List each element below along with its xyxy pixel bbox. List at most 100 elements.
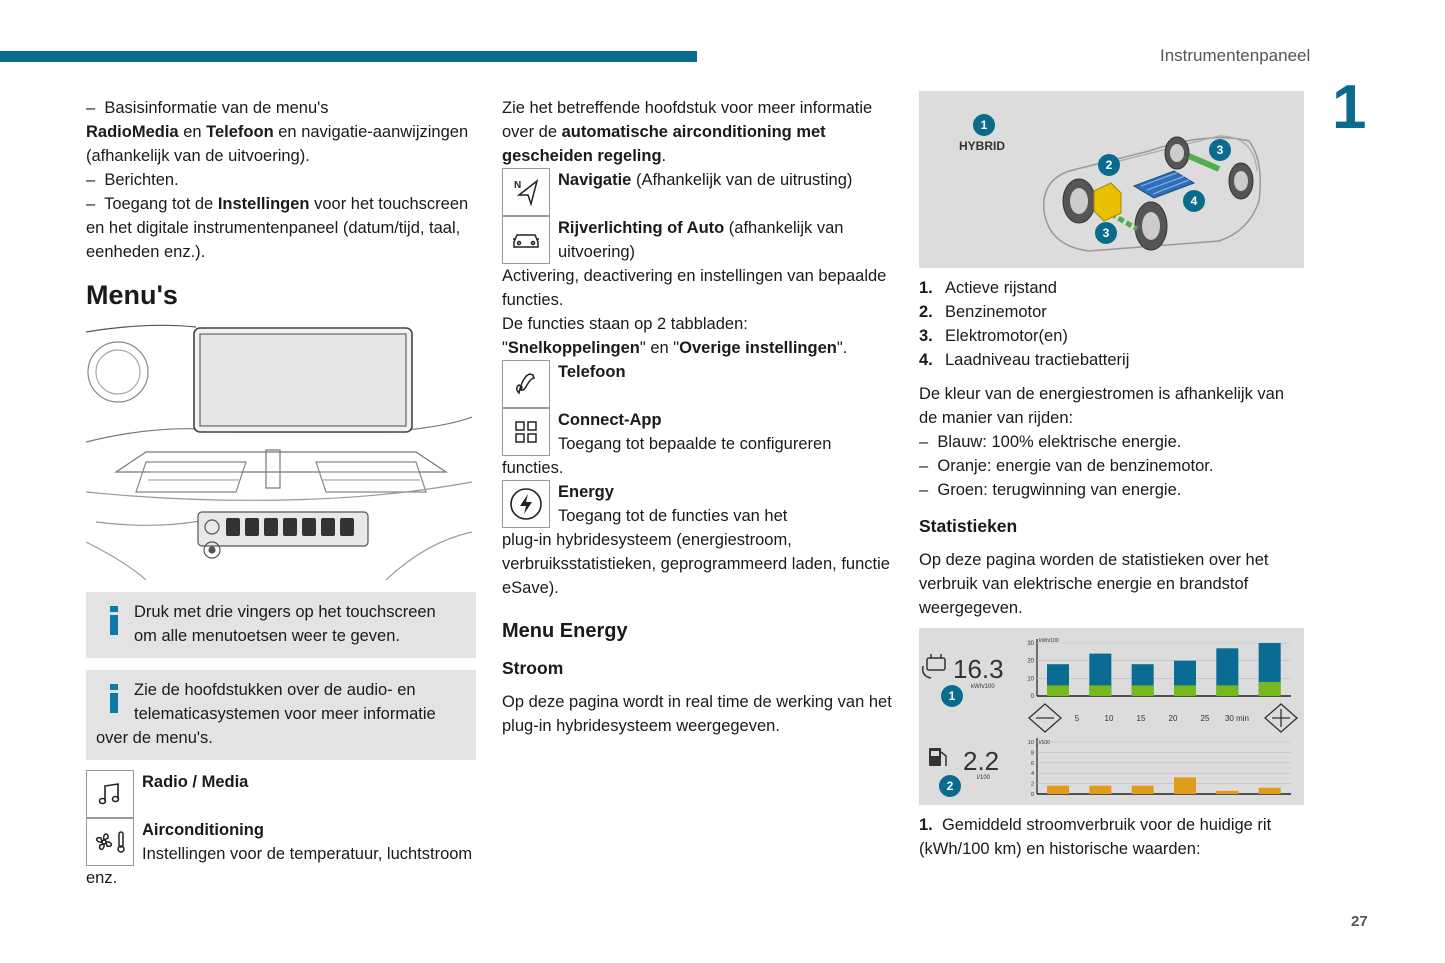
apps-grid-icon [502,408,550,456]
menu-item-connect-app: Connect-App Toegang tot bepaalde te conf… [502,408,894,480]
menu-energy-heading: Menu Energy [502,620,628,642]
info-box-three-fingers: Druk met drie vingers op het touchscreen… [86,592,476,658]
chapter-number: 1 [1332,73,1367,142]
list-item: 4.Laadniveau tractiebatterij [919,351,1130,369]
bar [1089,685,1112,696]
y-tick-label: 6 [1031,761,1034,767]
info-icon [108,606,120,635]
y-tick-label: 20 [1027,659,1034,665]
intro-item-menus-cont: RadioMedia en Telefoon en navigatie-aanw… [86,123,469,165]
svg-text:N: N [514,180,521,191]
hybrid-legend-list: 1.Actieve rijstand 2.Benzinemotor 3.Elek… [919,276,1305,372]
menu-item-airconditioning: Airconditioning Instellingen voor de tem… [86,818,476,890]
bar [1258,681,1281,696]
bar [1089,785,1112,794]
music-note-icon [86,770,134,818]
column-3: HYBRID 1 2 3 [919,91,1305,861]
svg-text:1: 1 [981,118,988,132]
dashboard-illustration [85,322,473,581]
fan-thermometer-icon [86,818,134,866]
header-accent-bar [0,51,697,62]
color-intro-text: De kleur van de energiestromen is afhank… [919,385,1285,427]
badge-2: 2 [947,779,954,793]
info-box-audio-telematics: Zie de hoofdstukken over de audio- en te… [86,670,476,760]
intro-item-settings: – Toegang tot de Instellingen voor het t… [86,195,469,261]
stroom-heading: Stroom [502,658,564,678]
list-item: 2.Benzinemotor [919,303,1047,321]
color-item-orange: – Oranje: energie van de benzinemotor. [919,457,1214,475]
y-tick-label: 2 [1031,782,1034,788]
fuel-bar-chart: 10 8 6 4 2 0 l/100 [1028,738,1291,798]
bar [1174,685,1196,696]
x-tick-label: 15 [1137,714,1146,723]
x-tick-label: 20 [1169,714,1178,723]
svg-text:3: 3 [1217,143,1224,157]
bar [1131,685,1154,696]
y-tick-label: 8 [1031,750,1034,756]
y-tick-label: 30 [1027,641,1034,647]
column-1: – Basisinformatie van de menu's RadioMed… [85,96,476,890]
chevron-left-icon[interactable] [1028,703,1062,733]
y-tick-label: 10 [1028,740,1034,746]
wheel-icon [1062,136,1254,251]
y-tick-label: 4 [1031,771,1034,777]
menu-item-telephone: Telefoon [502,360,894,408]
bar [1131,785,1154,794]
fuel-unit: l/100 [977,775,991,781]
menus-heading: Menu's [86,280,178,310]
color-item-green: – Groen: terugwinning van energie. [919,481,1182,499]
y-axis-unit: kWh/100 [1039,638,1059,644]
y-tick-label: 10 [1027,676,1034,682]
section-title: Instrumentenpaneel [1160,46,1311,65]
svg-text:3: 3 [1103,226,1110,240]
list-item: 1.Actieve rijstand [919,279,1057,297]
fuel-pump-icon [929,748,947,766]
lightning-circle-icon [502,480,550,528]
y-tick-label: 0 [1031,792,1034,798]
elec-consumption-value: 16.3 [953,654,1004,684]
y-axis-unit: l/100 [1039,740,1050,746]
y-tick-label: 0 [1031,694,1035,700]
battery-plug-icon [921,654,946,679]
fuel-consumption-value: 2.2 [963,746,999,776]
menu-item-radio-media: Radio / Media [86,770,476,818]
tabs-text: De functies staan op 2 tabbladen: [502,315,748,333]
list-item: 3.Elektromotor(en) [919,327,1068,345]
bar [1047,685,1069,696]
intro-item-messages: – Berichten. [86,171,179,189]
badge-1: 1 [949,689,956,703]
bar [1047,785,1069,794]
column-2: Zie het betreffende hoofdstuk voor meer … [502,96,894,738]
bar [1089,653,1112,696]
x-tick-label: 5 [1075,714,1080,723]
aircon-reference: Zie het betreffende hoofdstuk voor meer … [502,99,873,165]
stroom-text: Op deze pagina wordt in real time de wer… [502,693,892,735]
x-tick-label: 10 [1105,714,1114,723]
car-icon [502,216,550,264]
svg-text:2: 2 [1106,158,1113,172]
bar [1216,648,1239,696]
bar [1216,790,1239,794]
statistics-footnote: 1. Gemiddeld stroomverbruik voor de huid… [919,816,1272,858]
tabs-names: "Snelkoppelingen" en "Overige instelling… [502,339,848,357]
menu-item-energy: Energy Toegang tot de functies van het p… [502,480,894,600]
driving-settings-text: Activering, deactivering en instellingen… [502,267,887,309]
color-item-blue: – Blauw: 100% elektrische energie. [919,433,1182,451]
x-tick-label: 25 [1201,714,1210,723]
page-number: 27 [1351,913,1368,930]
bar [1174,777,1196,794]
statistics-text: Op deze pagina worden de statistieken ov… [919,551,1269,617]
menu-item-driving-lights: Rijverlichting of Auto (afhankelijk van … [502,216,894,264]
hybrid-energy-flow-figure: HYBRID 1 2 3 [919,91,1304,268]
svg-text:4: 4 [1191,194,1198,208]
statistics-heading: Statistieken [919,516,1018,536]
elec-unit: kWh/100 [971,684,995,690]
navigation-arrow-icon: N [502,168,550,216]
hybrid-label: HYBRID [959,139,1005,153]
chevron-right-icon[interactable] [1264,703,1298,733]
elec-bar-chart: 30 20 10 0 kWh/100 [1027,638,1291,700]
menu-item-navigation: N Navigatie (Afhankelijk van de uitrusti… [502,168,894,216]
bar [1216,685,1239,696]
